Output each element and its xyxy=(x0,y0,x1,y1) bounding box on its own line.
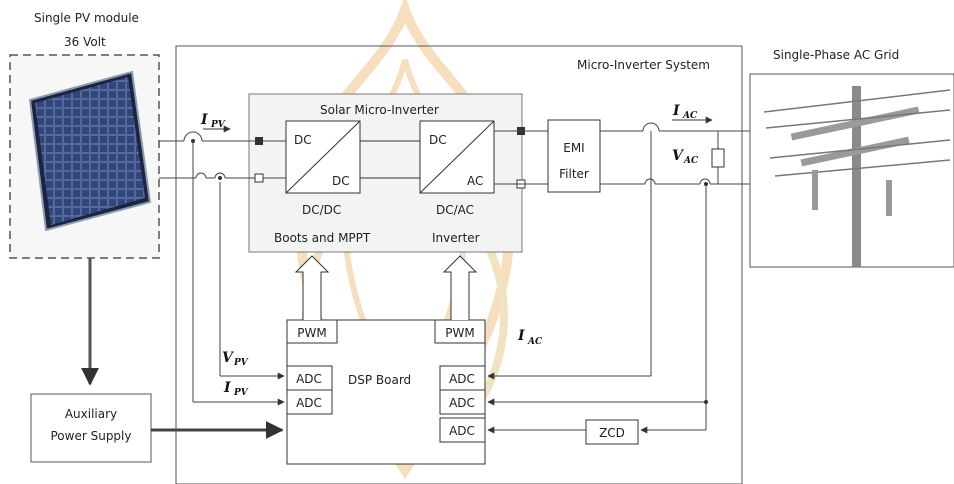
iac-dsp-label-sub: AC xyxy=(527,337,543,347)
dsp-title: DSP Board xyxy=(348,373,411,387)
pwm-left-label: PWM xyxy=(297,326,326,340)
emi-label-2: Filter xyxy=(559,167,589,181)
vpv-dsp-label-sub: PV xyxy=(233,358,249,368)
ipv-dsp-label: I xyxy=(223,380,231,396)
solar-panel-image xyxy=(30,72,150,230)
dcdc-in-label: DC xyxy=(294,133,312,147)
adc-left-1-label: ADC xyxy=(296,372,322,386)
dcac-name: DC/AC xyxy=(436,203,474,217)
zcd-label: ZCD xyxy=(599,426,625,440)
grid-title: Single-Phase AC Grid xyxy=(773,48,899,62)
adc-left-2-label: ADC xyxy=(296,396,322,410)
dcac-out-label: AC xyxy=(467,174,483,188)
dcdc-name: DC/DC xyxy=(302,203,341,217)
iac-top-label: I xyxy=(672,103,680,119)
vac-label-sub: AC xyxy=(683,156,699,166)
iac-top-label-sub: AC xyxy=(682,111,698,121)
pv-module-title: Single PV module xyxy=(34,11,139,25)
emi-filter-box xyxy=(548,120,600,192)
ipv-label-sub: PV xyxy=(210,120,226,130)
dcac-in-label: DC xyxy=(429,133,447,147)
pwm-right-label: PWM xyxy=(445,326,474,340)
vac-sensor xyxy=(712,149,724,167)
adc-right-2-label: ADC xyxy=(449,396,475,410)
dcdc-caption: Boots and MPPT xyxy=(274,231,371,245)
emi-label-1: EMI xyxy=(563,141,584,155)
pv-module-voltage: 36 Volt xyxy=(64,35,106,49)
system-title: Micro-Inverter System xyxy=(577,58,710,72)
aux-label-2: Power Supply xyxy=(51,429,132,443)
dcac-caption: Inverter xyxy=(432,231,480,245)
inverter-title: Solar Micro-Inverter xyxy=(320,103,439,117)
junction-vac-adc xyxy=(704,400,708,404)
aux-power-supply-box xyxy=(31,394,151,462)
iac-dsp-label: I xyxy=(517,328,525,344)
junction-ipv xyxy=(191,139,195,143)
terminal-pos-in xyxy=(255,137,263,145)
adc-right-1-label: ADC xyxy=(449,372,475,386)
ipv-dsp-label-sub: PV xyxy=(233,388,249,398)
aux-label-1: Auxiliary xyxy=(65,407,117,421)
dcdc-out-label: DC xyxy=(332,174,350,188)
adc-right-3-label: ADC xyxy=(449,424,475,438)
ipv-label: I xyxy=(200,112,208,128)
junction-vpv xyxy=(218,176,222,180)
junction-vac xyxy=(704,182,708,186)
terminal-neg-in xyxy=(255,174,263,182)
